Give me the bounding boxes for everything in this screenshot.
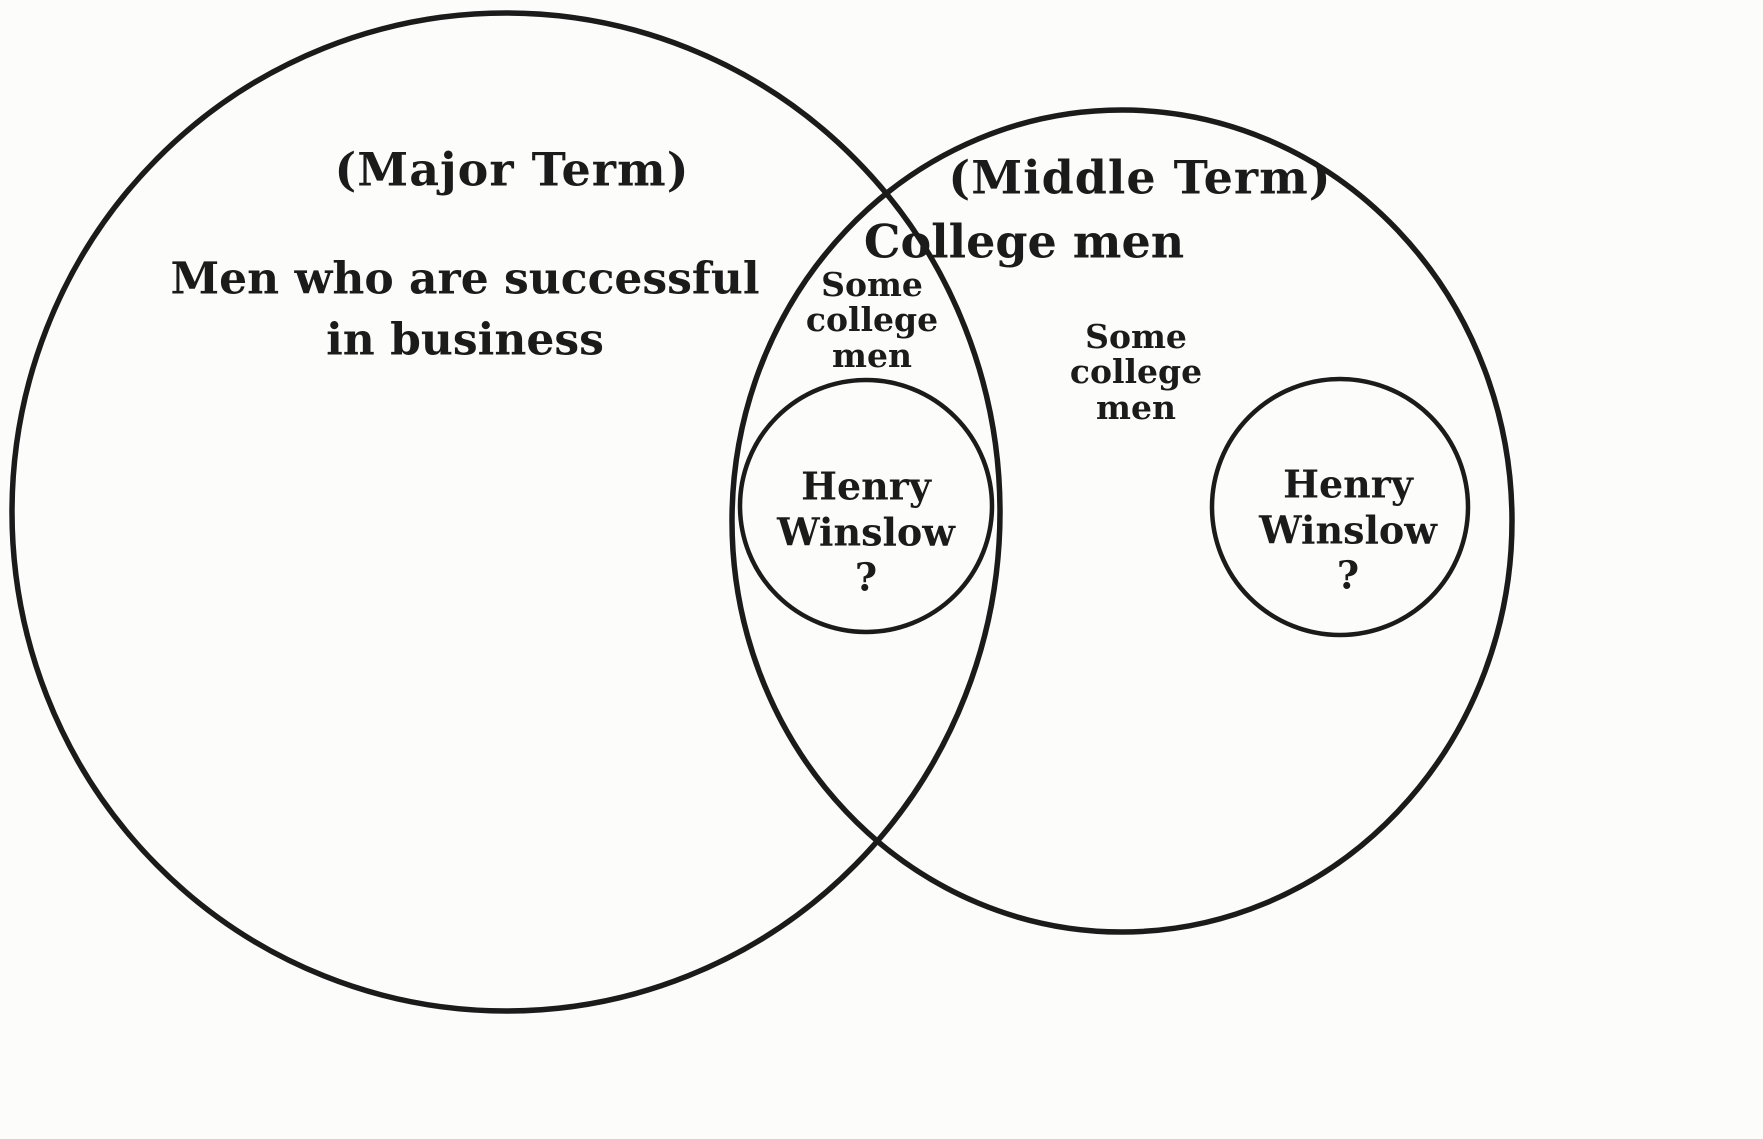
major-term-label: Men who are successful in business (170, 253, 760, 365)
overlap-henry-winslow-label: Henry Winslow ? (777, 463, 955, 600)
overlap-henry-winslow-circle (737, 377, 995, 635)
middle-term-caption: (Middle Term) (948, 150, 1332, 205)
major-term-circle (9, 10, 1003, 1014)
right-some-college-men-label: Some college men (1069, 317, 1203, 427)
overlap-some-college-men-label: Some college men (805, 265, 939, 375)
right-henry-winslow-label: Henry Winslow ? (1259, 461, 1437, 598)
right-henry-winslow-circle (1209, 376, 1471, 638)
middle-term-label: College men (863, 214, 1185, 269)
major-term-caption: (Major Term) (334, 142, 690, 197)
middle-term-circle (729, 107, 1515, 935)
